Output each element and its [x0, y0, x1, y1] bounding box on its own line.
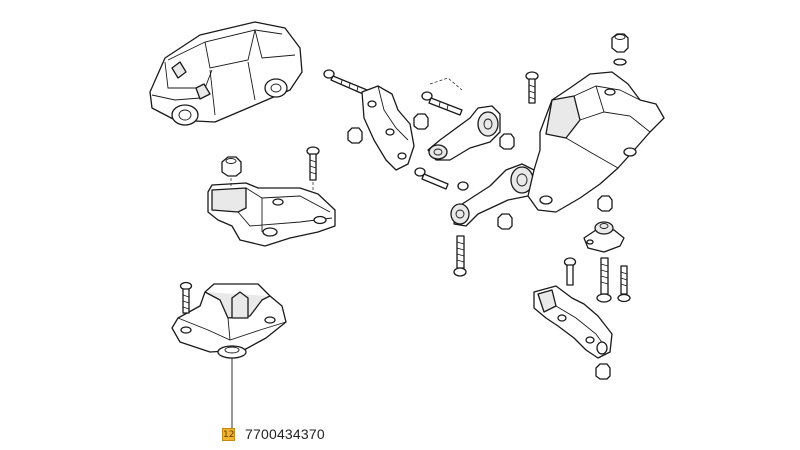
upper-engine-mount-bracket — [207, 182, 336, 247]
bolt-icon — [525, 71, 539, 104]
bolt-icon — [421, 91, 463, 116]
bolt-icon — [617, 265, 631, 303]
bracket-icon — [533, 285, 613, 359]
bolt-icon — [179, 281, 193, 314]
nut-icon — [413, 113, 429, 130]
bolt-icon — [453, 235, 467, 277]
engine-mount-icon — [583, 221, 625, 253]
nut-icon — [457, 181, 469, 191]
bracket-icon — [361, 85, 415, 171]
part-number-label[interactable]: 7700434370 — [245, 426, 325, 442]
nut-icon — [499, 133, 515, 150]
part-callout[interactable]: 12 7700434370 — [222, 424, 325, 444]
nut-icon — [611, 33, 629, 66]
nut-icon — [221, 156, 242, 188]
dimension-marker — [429, 77, 463, 91]
torque-rod-icon — [450, 163, 537, 227]
bolt-icon — [414, 167, 449, 190]
bolt-icon — [306, 146, 320, 192]
engine-mount-icon — [171, 283, 287, 359]
bolt-icon — [596, 257, 612, 303]
torque-rod-icon — [427, 105, 501, 161]
nut-icon — [497, 213, 513, 230]
car-icon — [149, 21, 303, 126]
bracket-icon — [527, 71, 665, 213]
bolt-icon — [563, 257, 577, 286]
nut-icon — [597, 195, 613, 212]
callout-marker[interactable]: 12 — [222, 427, 235, 441]
nut-icon — [347, 127, 363, 144]
nut-icon — [595, 363, 611, 380]
